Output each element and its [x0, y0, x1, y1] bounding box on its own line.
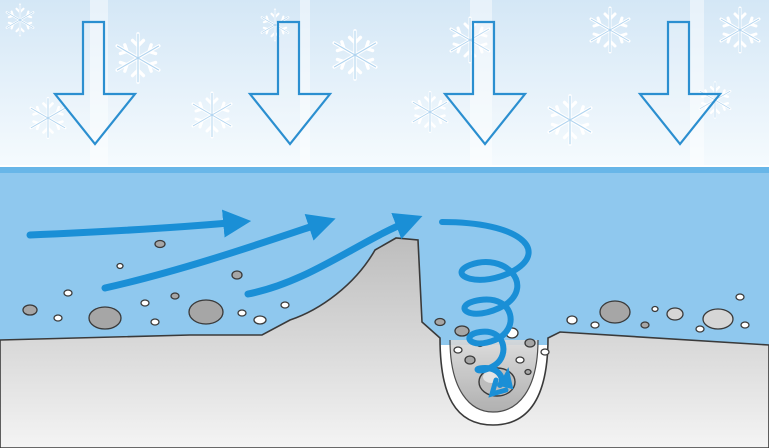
rock-icon — [516, 357, 524, 363]
rock-icon — [541, 349, 549, 355]
rock-icon — [64, 290, 72, 296]
rock-icon — [171, 293, 179, 299]
rock-icon — [435, 319, 445, 326]
rock-icon — [600, 301, 630, 323]
rock-icon — [641, 322, 649, 328]
rock-icon — [189, 300, 223, 324]
rock-icon — [525, 370, 531, 375]
rock-icon — [281, 302, 289, 308]
rock-icon — [525, 339, 535, 347]
rock-icon — [652, 307, 658, 312]
ice-layer — [0, 0, 769, 170]
rock-icon — [254, 316, 266, 324]
rock-icon — [117, 264, 123, 269]
water-surface — [0, 167, 769, 173]
rock-icon — [151, 319, 159, 325]
rock-icon — [465, 356, 475, 364]
rock-icon — [667, 308, 683, 320]
rock-icon — [23, 305, 37, 315]
rock-icon — [232, 271, 242, 279]
rock-icon — [455, 326, 469, 336]
rock-icon — [696, 326, 704, 332]
rock-icon — [141, 300, 149, 306]
rock-icon — [238, 310, 246, 316]
rock-icon — [155, 241, 165, 248]
rock-icon — [591, 322, 599, 328]
rock-icon — [736, 294, 744, 300]
rock-icon — [89, 307, 121, 329]
water-highlight — [0, 165, 769, 167]
rock-icon — [567, 316, 577, 324]
rock-icon — [54, 315, 62, 321]
rock-icon — [703, 309, 733, 329]
rock-icon — [741, 322, 749, 328]
rock-icon — [454, 347, 462, 353]
